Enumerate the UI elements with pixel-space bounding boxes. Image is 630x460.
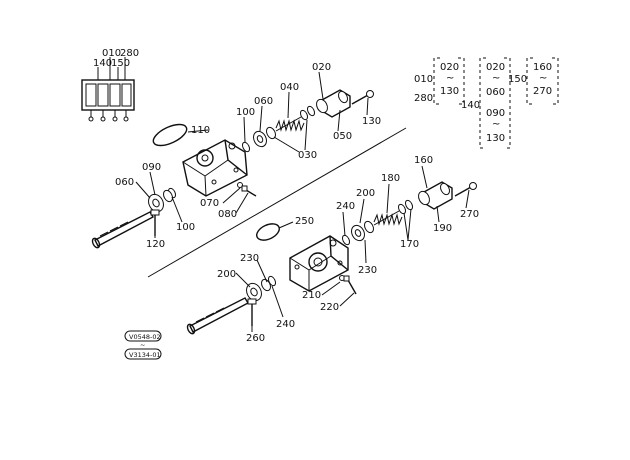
- part-callout: 230: [358, 265, 377, 276]
- lower-assembly: [186, 181, 477, 335]
- legend-label: 020: [486, 62, 505, 73]
- legend-label: 150: [508, 74, 527, 85]
- part-callout: 180: [381, 173, 400, 184]
- legend-label: 140: [461, 100, 480, 111]
- part-callout: 100: [176, 222, 195, 233]
- part-callout: 060: [115, 177, 134, 188]
- legend-label: 270: [533, 86, 552, 97]
- part-callout: 240: [276, 319, 295, 330]
- revision-code: ~: [140, 341, 145, 349]
- part-callout: 120: [146, 239, 165, 250]
- part-callout: 040: [280, 82, 299, 93]
- lower-leaders: [235, 165, 470, 332]
- legend-group-a: [433, 57, 465, 105]
- section-divider: [147, 127, 407, 278]
- revision-code: V3134-01: [129, 351, 161, 359]
- upper-leaders: [135, 71, 369, 238]
- legend-label: 010: [414, 74, 433, 85]
- part-callout: 200: [356, 188, 375, 199]
- part-callout: 090: [142, 162, 161, 173]
- part-callout: 200: [217, 269, 236, 280]
- part-callout: 050: [333, 131, 352, 142]
- part-callout: 060: [254, 96, 273, 107]
- part-callout: 080: [218, 209, 237, 220]
- legend-label: 130: [486, 133, 505, 144]
- part-callout: 210: [302, 290, 321, 301]
- inset-callout: 150: [111, 58, 130, 69]
- part-callout: 230: [240, 253, 259, 264]
- inset-callout: 140: [93, 58, 112, 69]
- legend-group-c: [526, 57, 559, 105]
- legend-group-b: [479, 57, 511, 149]
- inset-callout: 010: [102, 48, 121, 59]
- legend-label: ~: [446, 73, 454, 84]
- legend-label: ~: [492, 119, 500, 130]
- part-callout: 160: [414, 155, 433, 166]
- legend-label: 090: [486, 108, 505, 119]
- legend-label: ~: [492, 73, 500, 84]
- legend-label: ~: [539, 73, 547, 84]
- legend-label: 060: [486, 87, 505, 98]
- inset-callout: 280: [120, 48, 139, 59]
- part-callout: 020: [312, 62, 331, 73]
- revision-code: V0548-02: [129, 333, 161, 341]
- upper-assembly: [91, 89, 374, 249]
- part-callout: 220: [320, 302, 339, 313]
- part-callout: 070: [200, 198, 219, 209]
- legend-label: 160: [533, 62, 552, 73]
- part-callout: 260: [246, 333, 265, 344]
- part-callout: 250: [295, 216, 314, 227]
- part-callout: 270: [460, 209, 479, 220]
- part-callout: 100: [236, 107, 255, 118]
- legend-label: 130: [440, 86, 459, 97]
- part-callout: 030: [298, 150, 317, 161]
- part-callout: 240: [336, 201, 355, 212]
- part-callout: 130: [362, 116, 381, 127]
- legend-label: 280: [414, 93, 433, 104]
- part-callout: 170: [400, 239, 419, 250]
- revision-badges: [124, 330, 162, 360]
- part-callout: 190: [433, 223, 452, 234]
- legend-label: 020: [440, 62, 459, 73]
- valve-block-inset: [81, 57, 135, 122]
